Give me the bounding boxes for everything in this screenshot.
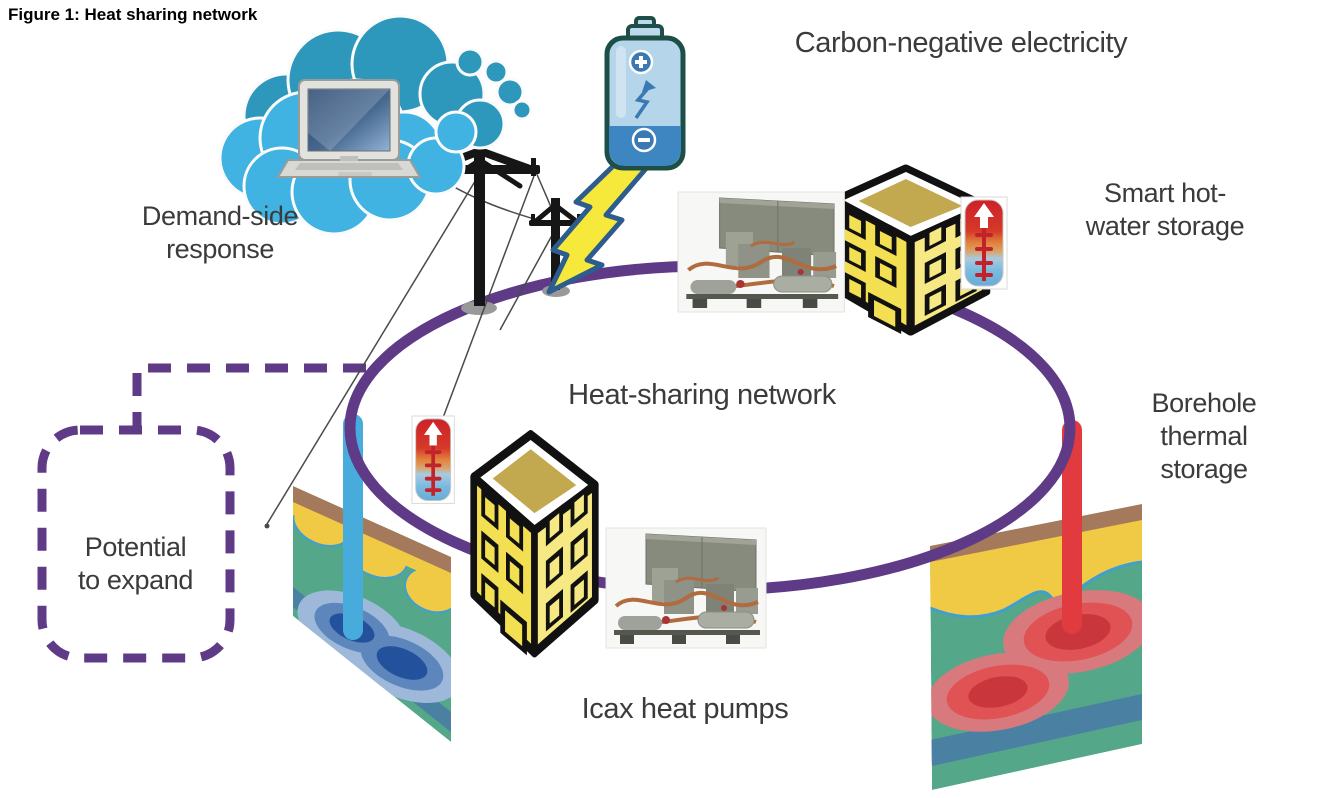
hot-water-tank-icon-lower bbox=[411, 415, 455, 504]
potential-line2: to expand bbox=[78, 564, 193, 595]
battery-icon bbox=[604, 16, 686, 171]
expansion-dashed-box bbox=[37, 425, 235, 663]
figure-title: Figure 1: Heat sharing network bbox=[8, 5, 258, 24]
laptop-icon bbox=[276, 79, 422, 178]
expansion-dashed-connector bbox=[132, 363, 366, 428]
lightning-bolt-icon bbox=[546, 139, 665, 295]
hot-water-tank-icon-upper bbox=[960, 196, 1008, 290]
power-wires bbox=[266, 149, 557, 525]
smart-hot-water-storage-label: Smart hot- water storage bbox=[1040, 177, 1290, 243]
borehole-line2: thermal bbox=[1160, 420, 1248, 451]
hot-borehole-pipe bbox=[1062, 420, 1082, 634]
demand-side-response-label: Demand-side response bbox=[85, 200, 355, 266]
building-icon-lower bbox=[474, 435, 596, 656]
potential-to-expand-label: Potential to expand bbox=[43, 531, 228, 597]
heat-pump-photo-upper bbox=[678, 192, 844, 312]
borehole-line1: Borehole bbox=[1151, 388, 1257, 418]
borehole-line3: storage bbox=[1160, 453, 1248, 484]
smart-hot-water-line2: water storage bbox=[1085, 210, 1245, 241]
icax-heat-pumps-label: Icax heat pumps bbox=[581, 693, 789, 725]
heat-pump-photo-lower bbox=[604, 526, 768, 650]
borehole-thermal-storage-label: Borehole thermal storage bbox=[1124, 387, 1284, 486]
smart-hot-water-line1: Smart hot- bbox=[1103, 178, 1227, 208]
heat-sharing-network-label: Heat-sharing network bbox=[568, 379, 836, 411]
demand-side-line1: Demand-side bbox=[141, 201, 299, 231]
carbon-negative-electricity-label: Carbon-negative electricity bbox=[794, 27, 1128, 59]
demand-side-line2: response bbox=[166, 233, 274, 264]
cold-borehole-cross-section bbox=[293, 486, 451, 742]
potential-line1: Potential bbox=[84, 532, 187, 562]
